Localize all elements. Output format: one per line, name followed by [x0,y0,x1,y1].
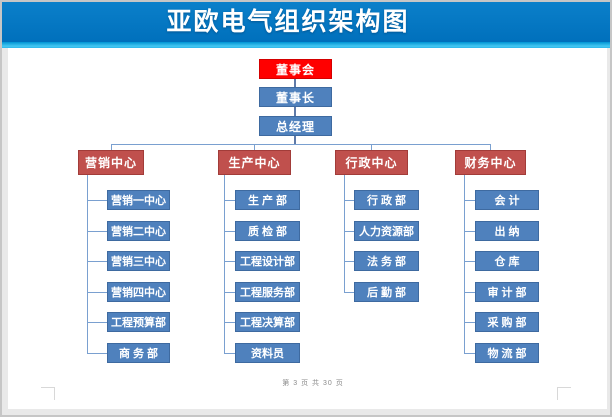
org-node-chairman[interactable]: 董事长 [259,87,332,107]
org-node-admin-center[interactable]: 行政中心 [335,150,408,175]
connector-line [344,292,354,293]
dept-node[interactable]: 工程决算部 [235,312,300,332]
connector-line [464,175,465,354]
connector-line [87,175,88,354]
dept-node[interactable]: 工程服务部 [235,282,300,302]
connector-line [490,144,491,150]
org-node-board[interactable]: 董事会 [259,59,332,79]
dept-node[interactable]: 营销一中心 [107,190,170,210]
connector-line [111,144,491,145]
dept-node[interactable]: 后 勤 部 [354,282,419,302]
margin-crop-mark [54,387,55,400]
org-node-finance-center[interactable]: 财务中心 [455,150,526,175]
connector-line [344,175,345,293]
dept-node[interactable]: 行 政 部 [354,190,419,210]
connector-line [224,231,235,232]
connector-line [87,200,107,201]
connector-line [224,200,235,201]
connector-line [254,144,255,150]
header-stripe [2,42,610,48]
dept-node[interactable]: 生 产 部 [235,190,300,210]
connector-line [87,322,107,323]
margin-crop-mark [41,387,55,388]
dept-node[interactable]: 会 计 [475,190,539,210]
connector-line [344,200,354,201]
org-node-marketing-center[interactable]: 营销中心 [78,150,144,175]
dept-node[interactable]: 审 计 部 [475,282,539,302]
org-node-production-center[interactable]: 生产中心 [218,150,291,175]
connector-line [87,261,107,262]
dept-node[interactable]: 工程设计部 [235,251,300,271]
connector-line [344,231,354,232]
dept-node[interactable]: 营销二中心 [107,221,170,241]
dept-node[interactable]: 营销三中心 [107,251,170,271]
connector-line [224,261,235,262]
connector-line [371,144,372,150]
connector-line [464,292,475,293]
org-node-general-manager[interactable]: 总经理 [259,116,332,136]
connector-line [294,79,296,87]
dept-node[interactable]: 法 务 部 [354,251,419,271]
connector-line [464,353,475,354]
connector-line [224,353,235,354]
header-banner: 亚欧电气组织架构图 [2,2,610,42]
dept-node[interactable]: 出 纳 [475,221,539,241]
connector-line [464,261,475,262]
connector-line [224,322,235,323]
connector-line [87,353,107,354]
margin-crop-mark [557,387,571,388]
dept-node[interactable]: 人力资源部 [354,221,419,241]
connector-line [464,200,475,201]
connector-line [224,175,225,354]
connector-line [111,144,112,150]
connector-line [87,231,107,232]
dept-node[interactable]: 采 购 部 [475,312,539,332]
connector-line [224,292,235,293]
connector-line [294,136,296,145]
connector-line [294,107,296,116]
dept-node[interactable]: 物 流 部 [475,343,539,363]
margin-crop-mark [557,387,558,400]
connector-line [464,231,475,232]
dept-node[interactable]: 工程预算部 [107,312,170,332]
dept-node[interactable]: 仓 库 [475,251,539,271]
connector-line [464,322,475,323]
connector-line [87,292,107,293]
chart-title: 亚欧电气组织架构图 [166,8,410,36]
page-number: 第 3 页 共 30 页 [282,380,344,387]
dept-node[interactable]: 质 检 部 [235,221,300,241]
dept-node[interactable]: 商 务 部 [107,343,170,363]
connector-line [344,261,354,262]
dept-node[interactable]: 营销四中心 [107,282,170,302]
dept-node[interactable]: 资料员 [235,343,300,363]
